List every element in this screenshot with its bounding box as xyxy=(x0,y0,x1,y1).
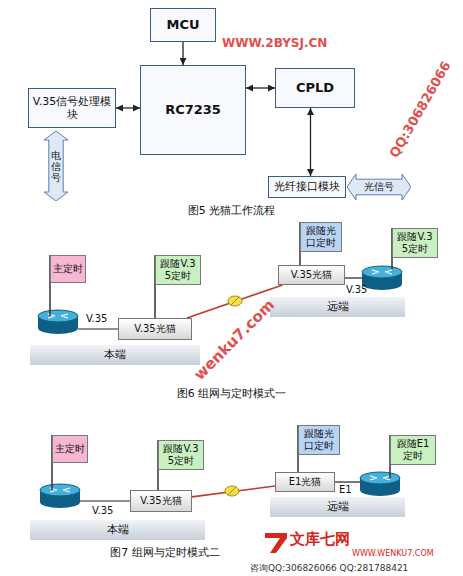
site-band: 本端 xyxy=(30,520,205,540)
signal-arrow: 电信号 xyxy=(44,131,68,201)
node-text: 本端 xyxy=(107,523,129,536)
node-text: V.35光猫 xyxy=(291,269,332,281)
node-text: 远端 xyxy=(327,500,349,513)
node-text: MCU xyxy=(166,17,199,33)
site-band: 远端 xyxy=(270,297,405,317)
arrow-outline xyxy=(44,131,68,201)
site-band: 本端 xyxy=(30,345,200,365)
timing-flag: 跟随光口定时 xyxy=(300,222,342,252)
signal-arrow: 光信号 xyxy=(347,174,411,200)
site-band: 远端 xyxy=(270,497,405,517)
modem-box: V.35光猫 xyxy=(130,490,192,512)
connector xyxy=(182,42,183,65)
chip-box: MCU xyxy=(150,8,216,42)
router-icon xyxy=(360,472,400,496)
figure-caption: 图7 组网与定时模式二 xyxy=(70,545,260,560)
watermark: WWW.WENKU7.COM xyxy=(352,549,434,558)
timing-flag: 主定时 xyxy=(50,255,86,283)
figure-caption: 图5 光猫工作流程 xyxy=(100,203,363,218)
node-text: 远端 xyxy=(327,300,349,313)
cable-label: V.35 xyxy=(346,284,367,295)
node-text: 跟随光口定时 xyxy=(303,225,339,249)
node-text: 跟随光口定时 xyxy=(301,428,337,452)
cable-label: E1 xyxy=(339,484,352,495)
router-icon xyxy=(40,484,80,508)
node-text: V.35光猫 xyxy=(140,495,181,507)
chip-box: CPLD xyxy=(275,68,355,108)
timing-flag: 跟随E1定时 xyxy=(390,435,436,465)
module-box: V.35信号处理模块 xyxy=(28,88,116,128)
watermark: QQ:306826066 xyxy=(386,58,454,161)
connector xyxy=(246,87,275,88)
node-text: 本端 xyxy=(104,348,126,361)
node-text: 光信号 xyxy=(364,181,394,193)
node-text: V.35信号处理模块 xyxy=(32,95,112,121)
timing-flag: 跟随光口定时 xyxy=(298,425,340,455)
node-text: 跟随V.35定时 xyxy=(158,258,198,282)
modem-box: E1光猫 xyxy=(275,472,335,492)
modem-box: V.35光猫 xyxy=(278,265,345,285)
connector xyxy=(310,108,311,176)
node-text: 电信号 xyxy=(51,150,61,183)
node-text: CPLD xyxy=(296,80,334,96)
cable-label: V.35 xyxy=(92,505,113,516)
arrow-outline xyxy=(347,174,411,200)
node-text: 光纤接口模块 xyxy=(274,180,340,193)
logo-mark xyxy=(265,533,287,553)
figure-caption: 图6 组网与定时模式一 xyxy=(100,386,363,401)
cable-label: V.35 xyxy=(86,313,107,324)
node-text: 主定时 xyxy=(55,443,85,455)
router-icon xyxy=(362,266,402,290)
watermark: wenku7.com xyxy=(190,300,273,383)
connector xyxy=(192,486,275,497)
connector xyxy=(116,107,140,108)
node-text: 跟随E1定时 xyxy=(393,438,433,462)
watermark: WWW.2BYSJ.CN xyxy=(222,36,327,50)
watermark: 文库七网 xyxy=(290,530,350,549)
timing-flag: 跟随V.35定时 xyxy=(155,255,201,285)
node-text: V.35光猫 xyxy=(134,323,175,335)
chip-box: RC7235 xyxy=(140,65,246,155)
node-text: RC7235 xyxy=(165,102,221,118)
module-box: 光纤接口模块 xyxy=(268,176,346,198)
timing-flag: 跟随V.35定时 xyxy=(158,440,204,470)
node-text: 主定时 xyxy=(53,263,83,275)
node-text: 跟随V.35定时 xyxy=(161,443,201,467)
timing-flag: 跟随V.35定时 xyxy=(392,228,438,258)
watermark: 咨询QQ:306826066 QQ:281788421 xyxy=(250,562,408,575)
node-text: E1光猫 xyxy=(289,476,322,488)
node-text: 跟随V.35定时 xyxy=(395,231,435,255)
router-icon xyxy=(38,310,78,334)
modem-box: V.35光猫 xyxy=(118,318,192,340)
timing-flag: 主定时 xyxy=(52,435,88,463)
